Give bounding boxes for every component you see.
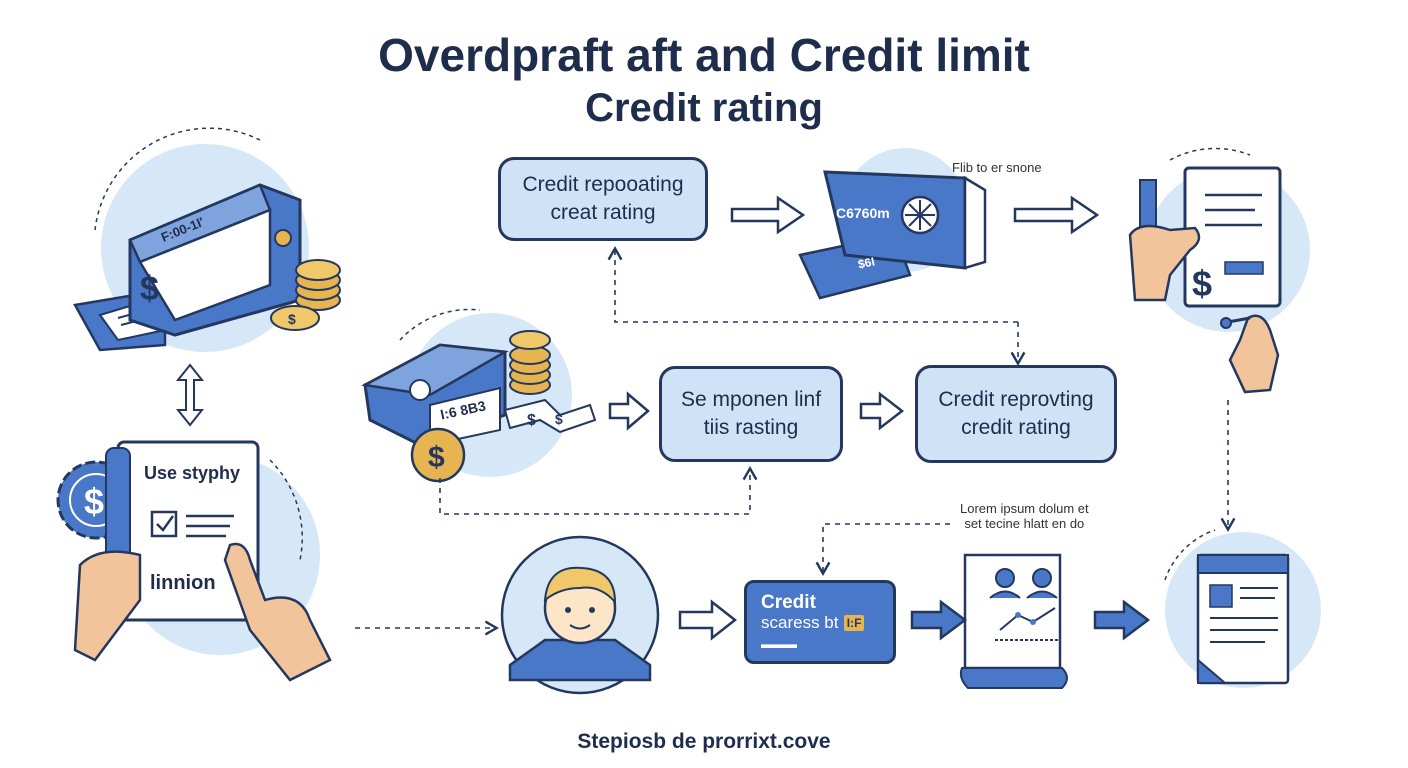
document-footer-text: linnion	[150, 572, 216, 594]
profile-chart-document-icon	[959, 553, 1068, 689]
card-line2: scaress bt	[761, 613, 839, 632]
box2-line1: Se mponen linf	[680, 388, 822, 411]
diagram-footer: Stepiosb de prorrixt.cove	[577, 730, 831, 753]
coin-stack-icon-2	[509, 330, 551, 395]
box2-line2: tiis rasting	[703, 416, 799, 439]
svg-text:$: $	[555, 411, 563, 427]
box1-line2: creat rating	[550, 201, 656, 224]
bottom-note: Lorem ipsum dolum et set tecine hlatt en…	[960, 501, 1089, 531]
svg-text:$: $	[1192, 263, 1212, 304]
signing-document-icon: $	[1128, 147, 1310, 394]
card-reader-icon	[798, 148, 987, 300]
box1-line1: Credit repooating	[522, 173, 684, 196]
credit-card-box: Credit scaress bt I:F ▬▬▬	[744, 580, 896, 664]
coin-stack-icon: $	[270, 259, 341, 331]
process-box-credit-reprovting: Credit reprovting credit rating	[915, 365, 1117, 463]
card-chip: I:F	[843, 614, 865, 631]
box3-line1: Credit reprovting	[938, 388, 1094, 411]
document-title-text: Use styphy	[144, 463, 241, 483]
card-number-text: C6760m	[836, 205, 890, 221]
document-hand-icon: $	[56, 440, 332, 682]
atm-icon: $ $	[73, 127, 341, 352]
svg-text:$: $	[428, 441, 445, 474]
card-dash: ▬▬▬	[761, 637, 797, 651]
double-arrow-icon	[175, 363, 205, 427]
card-line1: Credit	[761, 592, 816, 613]
svg-text:$: $	[527, 412, 536, 429]
svg-text:$: $	[140, 270, 159, 308]
person-avatar-icon	[500, 535, 660, 695]
bottom-note-line2: set tecine hlatt en do	[964, 516, 1085, 531]
cash-machine-icon: $ $ $	[361, 308, 597, 483]
top-note: Flib to er snone	[952, 160, 1042, 175]
process-box-se-mponen: Se mponen linf tiis rasting	[659, 366, 843, 462]
flow-arrows	[608, 195, 1151, 641]
web-document-icon	[1164, 529, 1321, 688]
svg-text:$: $	[84, 481, 104, 522]
diagram-title: Overdpraft aft and Credit limit	[378, 29, 1030, 81]
svg-text:$: $	[288, 311, 296, 327]
diagram-subtitle: Credit rating	[585, 86, 823, 130]
box3-line2: credit rating	[961, 416, 1071, 439]
process-box-credit-repooating: Credit repooating creat rating	[498, 157, 708, 241]
bottom-note-line1: Lorem ipsum dolum et	[960, 501, 1089, 516]
dashed-connectors	[355, 245, 1236, 636]
